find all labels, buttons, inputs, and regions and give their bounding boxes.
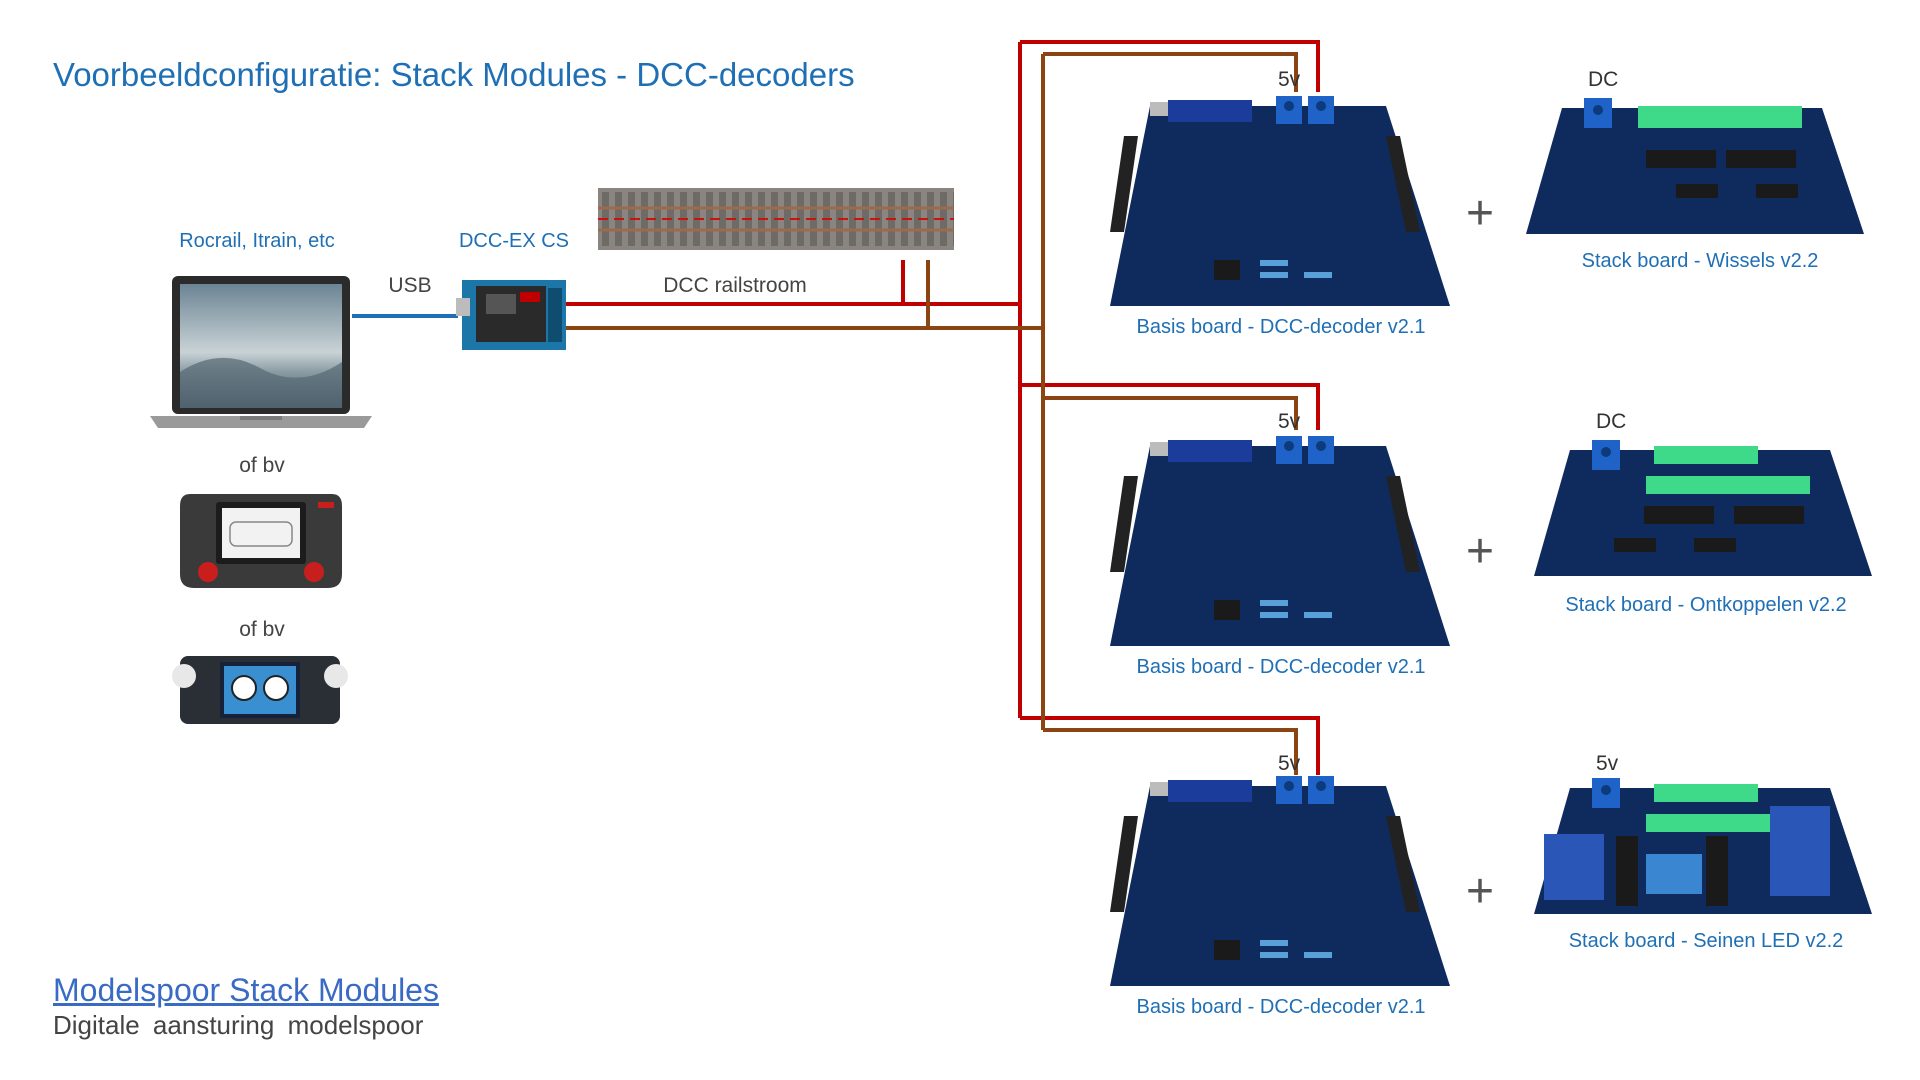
rail-track	[598, 188, 954, 250]
stack-board-label: Stack board - Ontkoppelen v2.2	[1565, 594, 1847, 616]
basis-board-1	[1110, 96, 1450, 310]
sleeper	[797, 192, 804, 246]
stack-voltage-label: DC	[1596, 410, 1627, 433]
basis-board-label: Basis board - DCC-decoder v2.1	[1136, 316, 1426, 338]
sleeper	[849, 192, 856, 246]
dc-terminal	[1584, 98, 1612, 128]
plus-sign: +	[1466, 187, 1495, 240]
sleeper	[654, 192, 661, 246]
power-terminal	[1276, 776, 1334, 804]
command-station-roco-image	[180, 494, 342, 588]
basis-board-image	[1110, 100, 1450, 306]
sleeper	[784, 192, 791, 246]
stack-board-label: Stack board - Seinen LED v2.2	[1568, 930, 1844, 952]
basis-board-image	[1110, 440, 1450, 646]
stack-voltage-label: 5v	[1596, 752, 1619, 775]
stack-voltage-label: DC	[1588, 68, 1619, 91]
basis-board-label: Basis board - DCC-decoder v2.1	[1136, 996, 1426, 1018]
stack-board-image	[1526, 106, 1864, 234]
laptop-image	[150, 276, 372, 428]
alt1-label: of bv	[239, 454, 285, 477]
power-terminal	[1276, 436, 1334, 464]
basis-board-label: Basis board - DCC-decoder v2.1	[1136, 656, 1426, 678]
footer-link[interactable]: Modelspoor Stack Modules	[53, 972, 439, 1008]
dc-terminal	[1592, 440, 1620, 470]
page-title: Voorbeeldconfiguratie: Stack Modules - D…	[53, 56, 855, 93]
sleeper	[706, 192, 713, 246]
stack-board-image	[1534, 446, 1872, 576]
footer-subtitle: Digitale aansturing modelspoor	[53, 1010, 424, 1040]
usb-label: USB	[388, 274, 432, 297]
basis-board-3	[1110, 776, 1450, 990]
red-wire	[566, 40, 1320, 775]
stack-board-3	[1534, 778, 1872, 918]
plus-sign: +	[1466, 865, 1495, 918]
stack-board-label: Stack board - Wissels v2.2	[1581, 250, 1819, 272]
stack-board-image	[1534, 784, 1872, 914]
sleeper	[862, 192, 869, 246]
basis-voltage-label: 5v	[1278, 752, 1301, 775]
plus-sign: +	[1466, 525, 1495, 578]
basis-voltage-label: 5v	[1278, 68, 1301, 91]
stack-board-2	[1534, 440, 1872, 580]
track-current-label: DCC railstroom	[663, 274, 807, 297]
power-terminal	[1592, 778, 1620, 808]
basis-board-image	[1110, 780, 1450, 986]
software-label: Rocrail, Itrain, etc	[179, 230, 335, 252]
command-station-ecos-image	[172, 656, 348, 724]
sleeper	[914, 192, 921, 246]
power-terminal	[1276, 96, 1334, 124]
sleeper	[719, 192, 726, 246]
basis-board-2	[1110, 436, 1450, 650]
sleeper	[927, 192, 934, 246]
basis-voltage-label: 5v	[1278, 410, 1301, 433]
stack-board-1	[1526, 98, 1864, 238]
dcc-ex-cs-label: DCC-EX CS	[458, 230, 569, 252]
brown-wire	[566, 52, 1298, 775]
alt2-label: of bv	[239, 618, 285, 641]
dcc-ex-cs-board-image	[456, 280, 566, 350]
sleeper	[641, 192, 648, 246]
